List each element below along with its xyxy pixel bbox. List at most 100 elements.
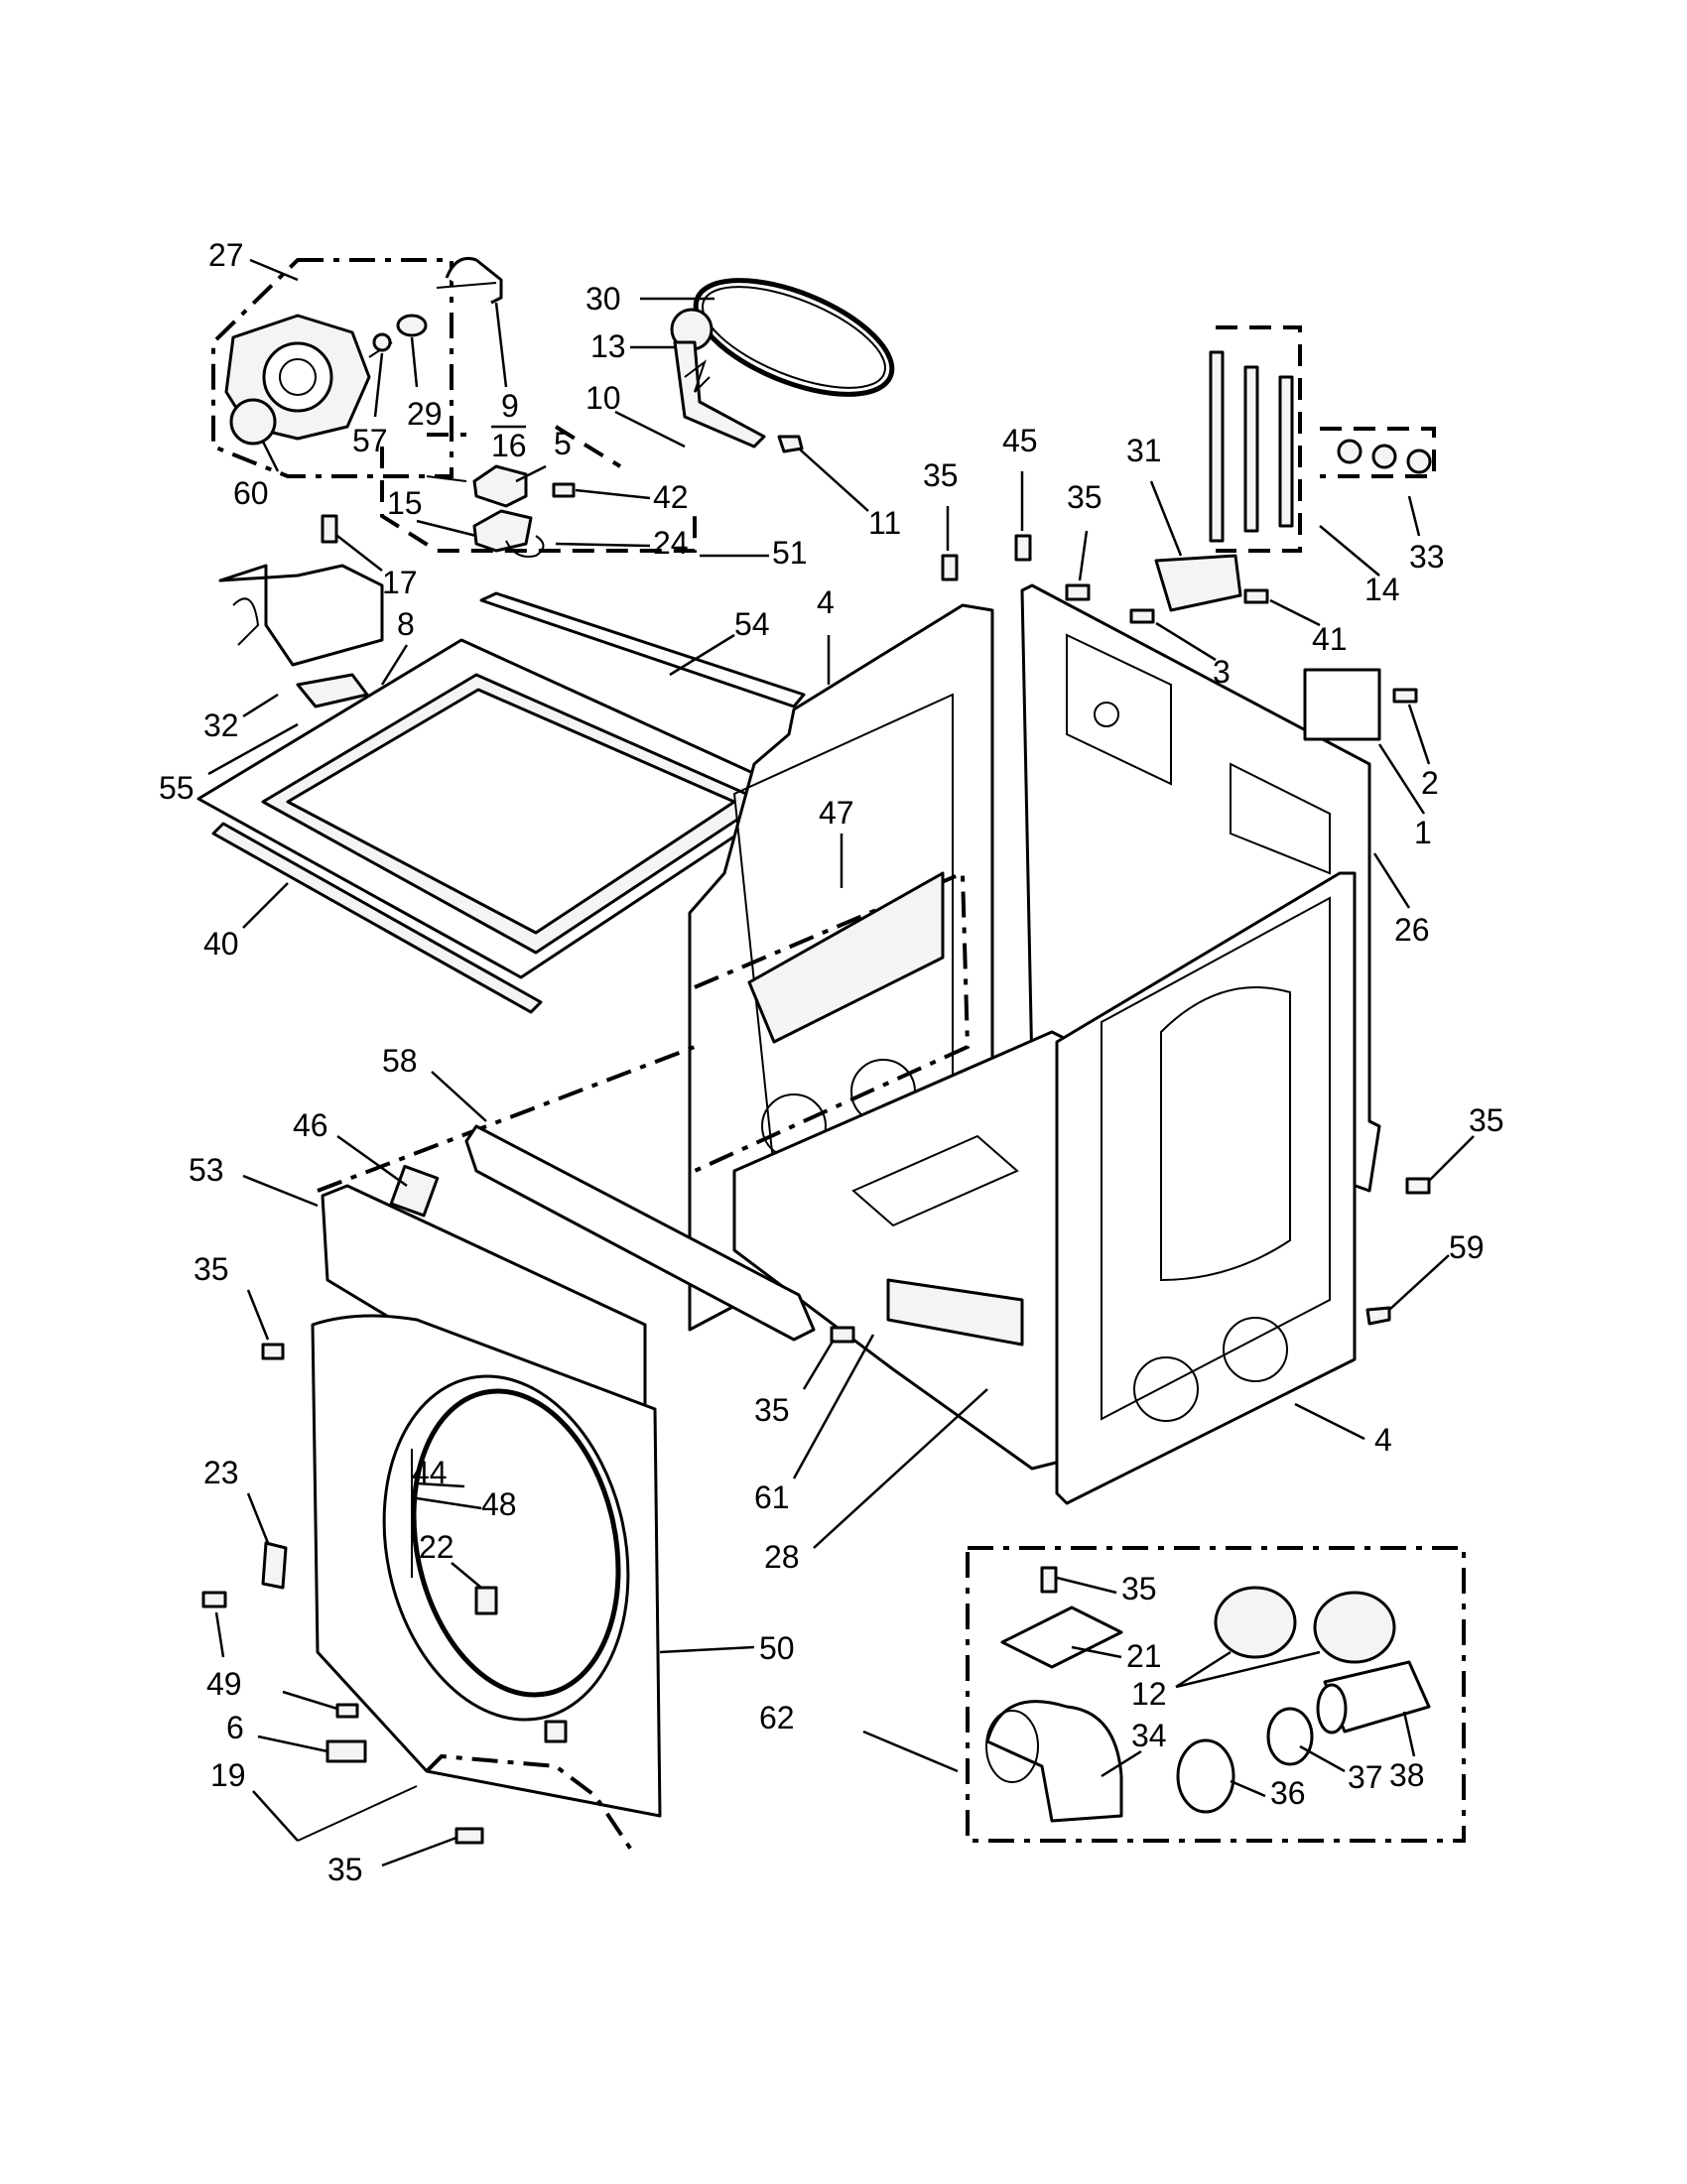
switch-group-outline [380,447,697,553]
callout-labels: 27 9 16 29 57 60 30 13 10 11 5 42 15 24 … [159,237,1504,1887]
part-14-cable-b [1243,365,1259,533]
lead-29 [410,336,419,388]
callout-9: 9 [501,388,519,424]
part-35-console-screw [261,1343,285,1360]
callout-35-front: 35 [327,1852,363,1887]
callout-40: 40 [203,926,239,962]
callout-44: 44 [412,1455,448,1490]
part-14-cable-c [1278,375,1294,528]
callout-19: 19 [210,1757,246,1793]
callout-48: 48 [481,1486,517,1522]
part-35-front-screw [454,1827,484,1845]
lead-58 [431,1071,487,1122]
terminal-block-group [1014,325,1436,741]
callout-38: 38 [1389,1757,1425,1793]
callout-6: 6 [226,1710,244,1745]
part-23-hinge [261,1541,288,1590]
callout-29: 29 [407,396,443,432]
part-33-nut-b [1371,444,1397,469]
callout-10: 10 [585,380,621,416]
lead-35b [1078,530,1089,581]
callout-4-right: 4 [1374,1422,1392,1458]
part-28-base [732,1030,1074,1471]
lead-15 [416,519,477,538]
lead-44 [416,1481,465,1488]
lead-12b [1175,1650,1321,1689]
part-31-terminal-block [1154,554,1242,612]
callout-54: 54 [734,606,770,642]
part-57-clip [372,332,392,352]
callout-35-console: 35 [194,1251,229,1287]
drive-belt-inner [702,286,886,389]
part-40-strip [211,822,543,1014]
lead-61 [792,1334,875,1479]
part-33-outline [1320,427,1436,478]
top-panel-group [196,591,806,1014]
switch-assembly [380,425,697,558]
idler-arm [673,340,766,449]
rear-hole [1094,702,1119,727]
part-16-wire [426,475,467,482]
front-switch-slot [544,1720,568,1743]
callout-21: 21 [1126,1638,1162,1674]
part-59-clip [1365,1306,1391,1326]
motor-hub [279,358,317,396]
lead-55 [207,722,299,776]
support-cutout [232,597,260,646]
front-group [201,554,1431,1858]
callout-26: 26 [1394,912,1430,948]
callout-34: 34 [1131,1718,1167,1753]
elbow-opening [985,1710,1039,1783]
part-6-plate [325,1739,367,1763]
idler-spring [684,359,711,393]
callout-37: 37 [1348,1759,1383,1795]
callout-61: 61 [754,1479,790,1515]
leader-lines [207,258,1475,1867]
callout-3: 3 [1213,654,1231,690]
drive-motor-assembly [211,257,503,478]
lead-8 [380,644,409,686]
callout-16: 16 [491,428,527,463]
lead-3 [1155,621,1217,662]
lead-22 [451,1562,482,1589]
part-44-seal [411,1388,621,1698]
right-vent-a [1133,1356,1199,1422]
lead-54 [669,633,735,677]
callout-11: 11 [868,505,901,541]
callout-49: 49 [206,1666,242,1702]
callout-15: 15 [387,485,423,521]
lead-42 [575,488,651,500]
part-41-screw [1243,588,1269,604]
lead-62 [862,1730,959,1773]
lead-40 [242,882,289,929]
part-42-screw [552,482,576,498]
part-12-cap-a [1214,1586,1297,1659]
part-4-right-side [1055,871,1357,1505]
part-58-cross-rail [464,1124,816,1342]
part-61-rail [886,1278,1024,1347]
part-47-outline [694,870,971,1173]
callout-24: 24 [653,525,689,561]
callout-53: 53 [189,1152,224,1188]
part-35-side-screw [1065,583,1091,601]
lead-14 [1319,525,1380,577]
part-34-elbow [985,1700,1123,1823]
lead-5 [515,464,547,483]
strap-tab [436,282,497,289]
callout-32: 32 [203,707,239,743]
callout-14: 14 [1364,572,1400,607]
callout-45: 45 [1002,423,1038,458]
lead-35c [1428,1135,1475,1182]
part-29-bearing [396,314,428,337]
lead-26 [1372,852,1411,909]
lead-2 [1407,704,1431,765]
lead-37 [1299,1744,1346,1773]
right-vent-b [1223,1317,1288,1382]
part-33-nut-c [1406,449,1432,474]
part-12-cap-b [1313,1591,1396,1664]
callout-55: 55 [159,770,195,806]
callout-35-rear: 35 [1469,1102,1504,1138]
lead-33 [1407,495,1421,537]
lead-46 [336,1134,408,1188]
